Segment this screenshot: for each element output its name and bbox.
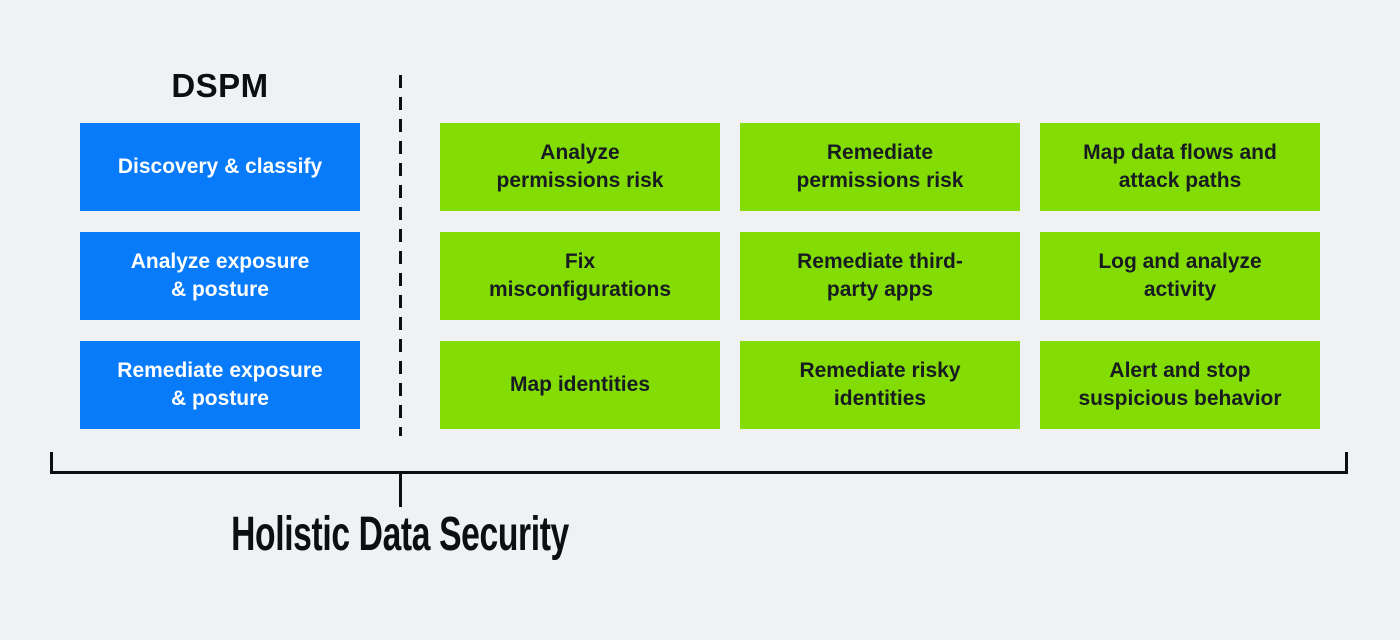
- dspm-box-analyze-exposure-posture: Analyze exposure & posture: [80, 232, 360, 320]
- capability-remediate-third-party-apps: Remediate third- party apps: [740, 232, 1020, 320]
- capability-remediate-permissions-risk: Remediate permissions risk: [740, 123, 1020, 211]
- bracket-right-tick: [1345, 452, 1348, 474]
- capability-remediate-risky-identities: Remediate risky identities: [740, 341, 1020, 429]
- capability-fix-misconfigurations: Fix misconfigurations: [440, 232, 720, 320]
- capability-map-identities: Map identities: [440, 341, 720, 429]
- dspm-heading: DSPM: [171, 67, 269, 104]
- holistic-data-security-label: Holistic Data Security: [231, 508, 569, 561]
- dspm-box-discovery-classify: Discovery & classify: [80, 123, 360, 211]
- dspm-box-column: Discovery & classify Analyze exposure & …: [80, 123, 360, 429]
- dashed-divider-line: [399, 75, 402, 436]
- bracket-left-tick: [50, 452, 53, 474]
- capabilities-grid: Analyze permissions risk Remediate permi…: [440, 123, 1320, 429]
- bracket-stem: [399, 471, 402, 507]
- capability-map-data-flows-attack-paths: Map data flows and attack paths: [1040, 123, 1320, 211]
- capability-analyze-permissions-risk: Analyze permissions risk: [440, 123, 720, 211]
- capability-log-analyze-activity: Log and analyze activity: [1040, 232, 1320, 320]
- capability-alert-stop-suspicious-behavior: Alert and stop suspicious behavior: [1040, 341, 1320, 429]
- dspm-box-remediate-exposure-posture: Remediate exposure & posture: [80, 341, 360, 429]
- bracket-horizontal-line: [50, 471, 1348, 474]
